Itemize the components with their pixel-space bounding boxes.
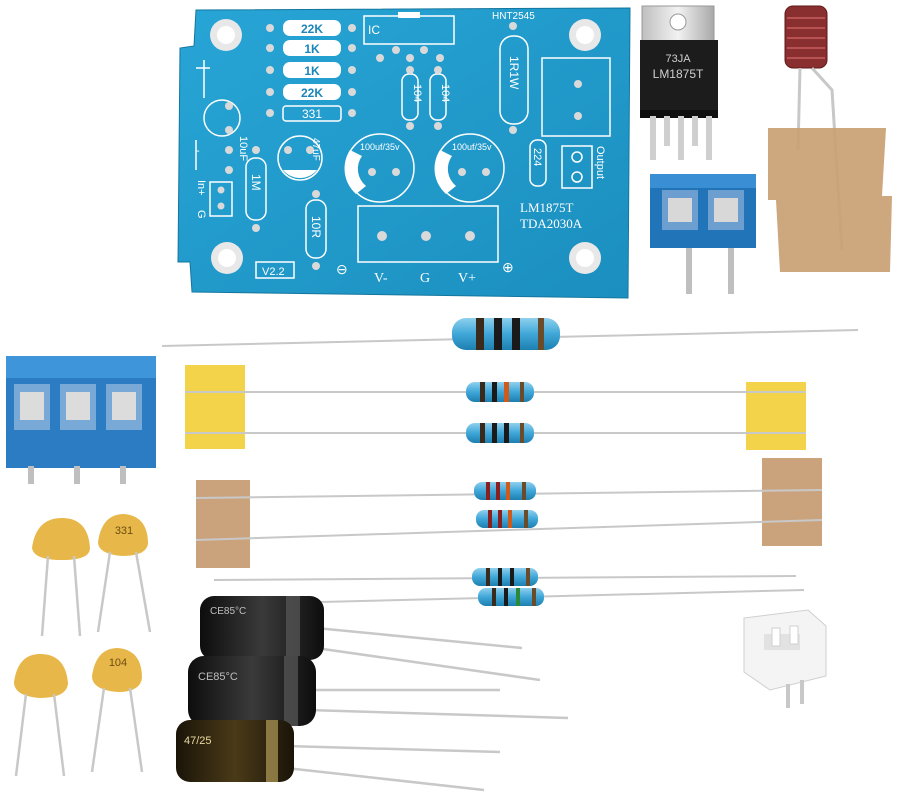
- silk-resistor-1m: 1M: [245, 146, 267, 232]
- ic-lm1875t: 73JA LM1875T: [640, 5, 718, 160]
- resistor-1w: [161, 318, 859, 350]
- silk-capacitor-331: 331: [266, 105, 356, 122]
- silk-batch-code: HNT2545: [492, 11, 535, 22]
- silk-label: -: [196, 145, 200, 157]
- silk-label: 1M: [249, 174, 263, 191]
- capacitor-label: 47/25: [184, 735, 212, 747]
- silk-output-terminal: Output: [561, 145, 606, 189]
- silk-label: 22K: [301, 86, 323, 100]
- silk-resistor-r3: 1K: [266, 62, 356, 78]
- silk-capacitor-47uf: 47uF: [277, 135, 323, 181]
- silk-chip-label-1: LM1875T: [520, 200, 574, 215]
- silk-ic-outline: IC: [363, 12, 455, 62]
- capacitor-label: CE85°C: [198, 671, 238, 683]
- tape-kraft-right: [762, 458, 822, 546]
- silk-label: 100uf/35v: [452, 142, 492, 152]
- capacitor-label: CE85°C: [210, 606, 246, 617]
- silk-capacitor-224: 224: [529, 139, 547, 187]
- silk-resistor-r4: 22K: [266, 84, 356, 100]
- silk-label: G: [195, 210, 207, 219]
- mounting-hole: [569, 242, 601, 274]
- resistor-row: [185, 423, 806, 443]
- ceramic-capacitor: 331: [96, 514, 152, 633]
- silk-label: 1K: [304, 64, 320, 78]
- silk-label: V+: [458, 271, 476, 286]
- silk-capacitor-10uf: 10uF -: [196, 99, 249, 174]
- electrolytic-capacitor: 47/25: [176, 720, 501, 792]
- jst-connector: [743, 609, 827, 708]
- silk-label: Output: [594, 146, 606, 179]
- chip-marking-2: LM1875T: [653, 67, 704, 81]
- resistor-row: [239, 588, 805, 606]
- ceramic-capacitor: 104: [90, 648, 144, 773]
- silk-label: 331: [302, 107, 322, 121]
- resistor-row: [185, 382, 806, 402]
- silk-label: 1K: [304, 42, 320, 56]
- silk-label: 22K: [301, 22, 323, 36]
- silk-label: V-: [374, 271, 388, 286]
- silk-capacitor-100uf-a: 100uf/35v: [344, 133, 415, 203]
- silk-label: V2.2: [262, 266, 285, 278]
- silk-resistor-1r1w: 1R1W: [499, 22, 529, 134]
- chip-marking-1: 73JA: [665, 53, 691, 65]
- silk-capacitor-104-b: 104: [429, 66, 451, 130]
- mounting-hole: [211, 242, 243, 274]
- silk-resistor-r1: 22K: [266, 20, 356, 36]
- silk-power-terminal: V- G V+ ⊖ ⊕: [336, 205, 514, 286]
- silk-label: In+: [195, 180, 207, 196]
- silk-input-terminal: In+ G: [195, 180, 233, 219]
- mounting-hole: [569, 19, 601, 51]
- ceramic-capacitor: [32, 518, 90, 637]
- silk-capacitor-104-a: 104: [401, 66, 423, 130]
- ceramic-label: 331: [115, 525, 133, 537]
- resistor-row: [195, 510, 823, 541]
- silk-resistor-r2: 1K: [266, 40, 356, 56]
- silk-label: 1R1W: [507, 56, 521, 90]
- silk-label: G: [420, 271, 430, 286]
- silk-chip-label-2: TDA2030A: [520, 216, 583, 231]
- silk-label: ⊕: [502, 259, 514, 275]
- silk-resistor-10r: 10R: [305, 190, 327, 270]
- silk-label: 10uF: [237, 136, 249, 161]
- resistor-row: [213, 568, 797, 586]
- silk-label: IC: [368, 23, 380, 37]
- ceramic-capacitor: [14, 654, 68, 777]
- silk-label: 224: [531, 148, 543, 166]
- silk-version: V2.2: [255, 261, 295, 279]
- tape-kraft-left: [196, 480, 250, 568]
- electrolytic-capacitor: CE85°C: [200, 596, 541, 682]
- resistor-row: [195, 482, 823, 500]
- tape-yellow-right: [746, 382, 806, 450]
- silk-label: 10R: [309, 216, 323, 238]
- silk-label: 100uf/35v: [360, 142, 400, 152]
- ceramic-label: 104: [109, 657, 127, 669]
- silk-label: ⊖: [336, 261, 348, 277]
- tape-yellow-left: [185, 365, 245, 449]
- screw-terminal-2pin: [650, 174, 756, 294]
- screw-terminal-3pin: [6, 356, 156, 484]
- silk-capacitor-100uf-b: 100uf/35v: [434, 133, 505, 203]
- silk-output-pad-area: [541, 57, 611, 137]
- silk-label: 47uF: [310, 138, 321, 161]
- electrolytic-capacitor: CE85°C: [188, 656, 569, 726]
- silk-label: 104: [411, 84, 423, 102]
- pcb-board: 22K 1K 1K 22K 331 IC: [177, 7, 631, 299]
- paper-tape: [768, 128, 892, 272]
- silk-label: 104: [439, 84, 451, 102]
- mounting-hole: [210, 19, 242, 51]
